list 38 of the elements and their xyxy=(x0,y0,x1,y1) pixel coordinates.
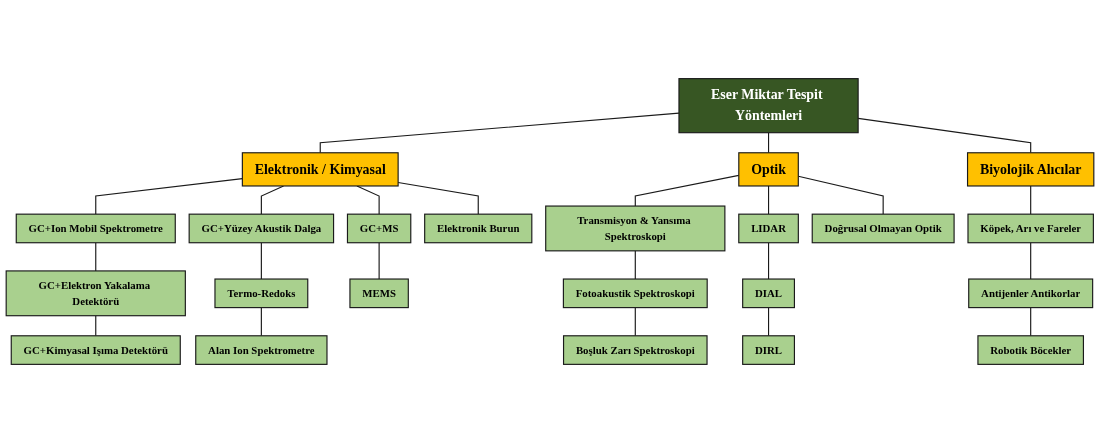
connector xyxy=(260,307,262,337)
connector xyxy=(95,315,97,337)
node-box: Fotoakustik Spektroskopi xyxy=(562,278,708,309)
node-box: Alan Ion Spektrometre xyxy=(195,335,328,365)
node-box: Robotik Böcekler xyxy=(977,335,1084,365)
node-box: Elektronik Burun xyxy=(424,213,533,244)
node-box: LIDAR xyxy=(738,213,799,244)
node-box: Köpek, Arı ve Fareler xyxy=(967,213,1094,244)
node-box: Antijenler Antikorlar xyxy=(968,278,1094,309)
connector xyxy=(95,178,243,215)
node-box: Doğrusal Olmayan Optik xyxy=(811,213,955,244)
connector xyxy=(767,185,770,215)
node-box: DIRL xyxy=(742,335,795,365)
node-box: Termo-Redoks xyxy=(214,278,309,309)
connector xyxy=(95,242,97,272)
connector xyxy=(767,307,770,337)
node-box: Boşluk Zarı Spektroskopi xyxy=(562,335,708,365)
connector xyxy=(1030,185,1032,215)
connector xyxy=(260,242,262,280)
node-box: DIAL xyxy=(742,278,795,309)
node-box: GC+Kimyasal Işıma Detektörü xyxy=(10,335,181,365)
connector xyxy=(634,307,636,337)
node-box: Biyolojik Alıcılar xyxy=(966,152,1095,187)
node-box: GC+Ion Mobil Spektrometre xyxy=(15,213,176,244)
node-box: GC+Yüzey Akustik Dalga xyxy=(188,213,335,244)
node-box: Eser Miktar Tespit Yöntemleri xyxy=(678,78,859,134)
connector xyxy=(767,132,770,154)
connector xyxy=(634,250,636,280)
connector xyxy=(767,242,770,280)
node-box: GC+MS xyxy=(346,213,412,244)
node-box: Transmisyon & Yansıma Spektroskopi xyxy=(545,205,726,252)
connector xyxy=(1030,307,1032,337)
connector xyxy=(1030,242,1032,280)
node-box: Optik xyxy=(738,152,799,187)
node-box: Elektronik / Kimyasal xyxy=(241,152,399,187)
node-box: MEMS xyxy=(349,278,409,309)
connector xyxy=(378,242,380,280)
node-box: GC+Elektron Yakalama Detektörü xyxy=(5,270,186,317)
